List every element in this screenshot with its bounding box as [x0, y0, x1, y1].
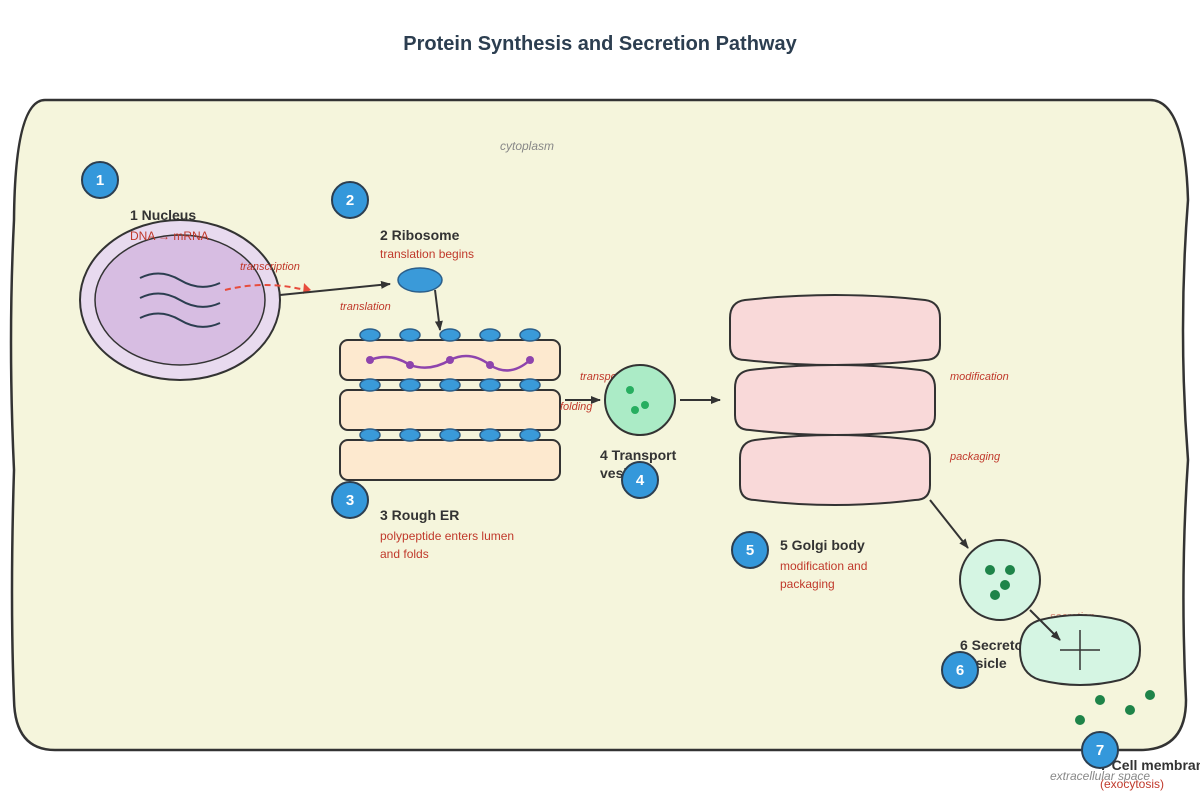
secreted-proteins [1075, 690, 1155, 725]
protein-dot [1000, 580, 1010, 590]
golgi-cisterna [729, 294, 941, 366]
protein-dot [985, 565, 995, 575]
translation-label: translation [340, 301, 391, 313]
badge-number: 2 [346, 192, 354, 209]
rough-er-label: 3 Rough ER [380, 507, 459, 523]
nucleus [79, 219, 281, 381]
transport-vesicle-label-line1: 4 Transport [600, 447, 677, 463]
protein-dot [990, 590, 1000, 600]
nucleus-description: DNA → mRNA [130, 229, 209, 243]
bound-ribosome [519, 428, 541, 442]
transcription-label: transcription [240, 261, 300, 273]
protein-dot [631, 406, 639, 414]
arrow-golgi-to-secretory-vesicle [929, 499, 969, 549]
fusing-vesicle [1018, 614, 1142, 686]
golgi-body [729, 294, 941, 506]
amino-acid [446, 356, 454, 364]
bound-ribosome [399, 328, 421, 342]
secreted-protein-dot [1125, 705, 1135, 715]
bound-ribosome [359, 428, 381, 442]
step-badge-1: 1 [81, 161, 119, 199]
packaging-label: packaging [949, 451, 1001, 463]
protein-dot [1005, 565, 1015, 575]
golgi-description-line1: modification and [780, 559, 867, 573]
nucleus-label: 1 Nucleus [130, 207, 196, 223]
dna-strand [139, 272, 221, 288]
amino-acid [406, 361, 414, 369]
amino-acid [366, 356, 374, 364]
secreted-protein-dot [1095, 695, 1105, 705]
badge-number: 7 [1096, 742, 1104, 759]
arrow-nucleus-to-ribosome [279, 280, 391, 296]
ribosome-description: translation begins [380, 247, 474, 261]
cytoplasm-label: cytoplasm [500, 139, 554, 153]
diagram-title: Protein Synthesis and Secretion Pathway [403, 33, 797, 55]
golgi-label: 5 Golgi body [780, 537, 865, 553]
step-badge-5: 5 [731, 531, 769, 569]
arrow-vesicle-to-membrane [1029, 609, 1061, 641]
er-cisterna [339, 439, 561, 481]
bound-ribosome [439, 328, 461, 342]
badge-number: 5 [746, 542, 754, 559]
badge-number: 3 [346, 492, 354, 509]
cell-membrane-label: 7 Cell membrane [1100, 757, 1200, 773]
rough-er-description-line1: polypeptide enters lumen [380, 529, 514, 543]
protein-dot [641, 401, 649, 409]
extracellular-label: extracellular space [1050, 769, 1150, 783]
arrow-ribosome-to-er [434, 289, 443, 331]
bound-ribosome [519, 378, 541, 392]
step-badge-7: 7 [1081, 731, 1119, 769]
rough-er [339, 328, 561, 481]
bound-ribosome [479, 428, 501, 442]
dna-strand [139, 312, 221, 328]
secretory-vesicle-label-line1: 6 Secretory [960, 637, 1036, 653]
rough-er-description-line2: and folds [380, 547, 429, 561]
amino-acid [526, 356, 534, 364]
mrna-export-dashed-arrow [224, 284, 306, 291]
bound-ribosome [399, 378, 421, 392]
golgi-cisterna [739, 434, 931, 506]
bound-ribosome [519, 328, 541, 342]
step-badge-4: 4 [621, 461, 659, 499]
er-cisterna [339, 389, 561, 431]
bound-ribosome [439, 428, 461, 442]
amino-acid [486, 361, 494, 369]
badge-number: 1 [96, 172, 104, 189]
bound-ribosome [359, 328, 381, 342]
secreted-protein-dot [1145, 690, 1155, 700]
dna-strand [139, 292, 221, 308]
bound-ribosome [479, 378, 501, 392]
folding-label: folding [560, 401, 593, 413]
bound-ribosome [359, 378, 381, 392]
step-badge-2: 2 [331, 181, 369, 219]
free-ribosome [397, 267, 443, 293]
exocytosis-label: (exocytosis) [1100, 777, 1164, 791]
modification-label: modification [950, 371, 1009, 383]
badge-number: 4 [636, 472, 645, 489]
golgi-description-line2: packaging [780, 577, 835, 591]
badge-number: 6 [956, 662, 964, 679]
protein-dot [626, 386, 634, 394]
step-badge-6: 6 [941, 651, 979, 689]
golgi-cisterna [734, 364, 936, 436]
mrna-arrowhead [303, 283, 311, 294]
bound-ribosome [439, 378, 461, 392]
transport-vesicle [604, 364, 676, 436]
secreted-protein-dot [1075, 715, 1085, 725]
cell-membrane-outline [9, 98, 1190, 752]
secretory-vesicle [959, 539, 1041, 621]
ribosome-label: 2 Ribosome [380, 227, 460, 243]
bound-ribosome [399, 428, 421, 442]
step-badge-3: 3 [331, 481, 369, 519]
bound-ribosome [479, 328, 501, 342]
